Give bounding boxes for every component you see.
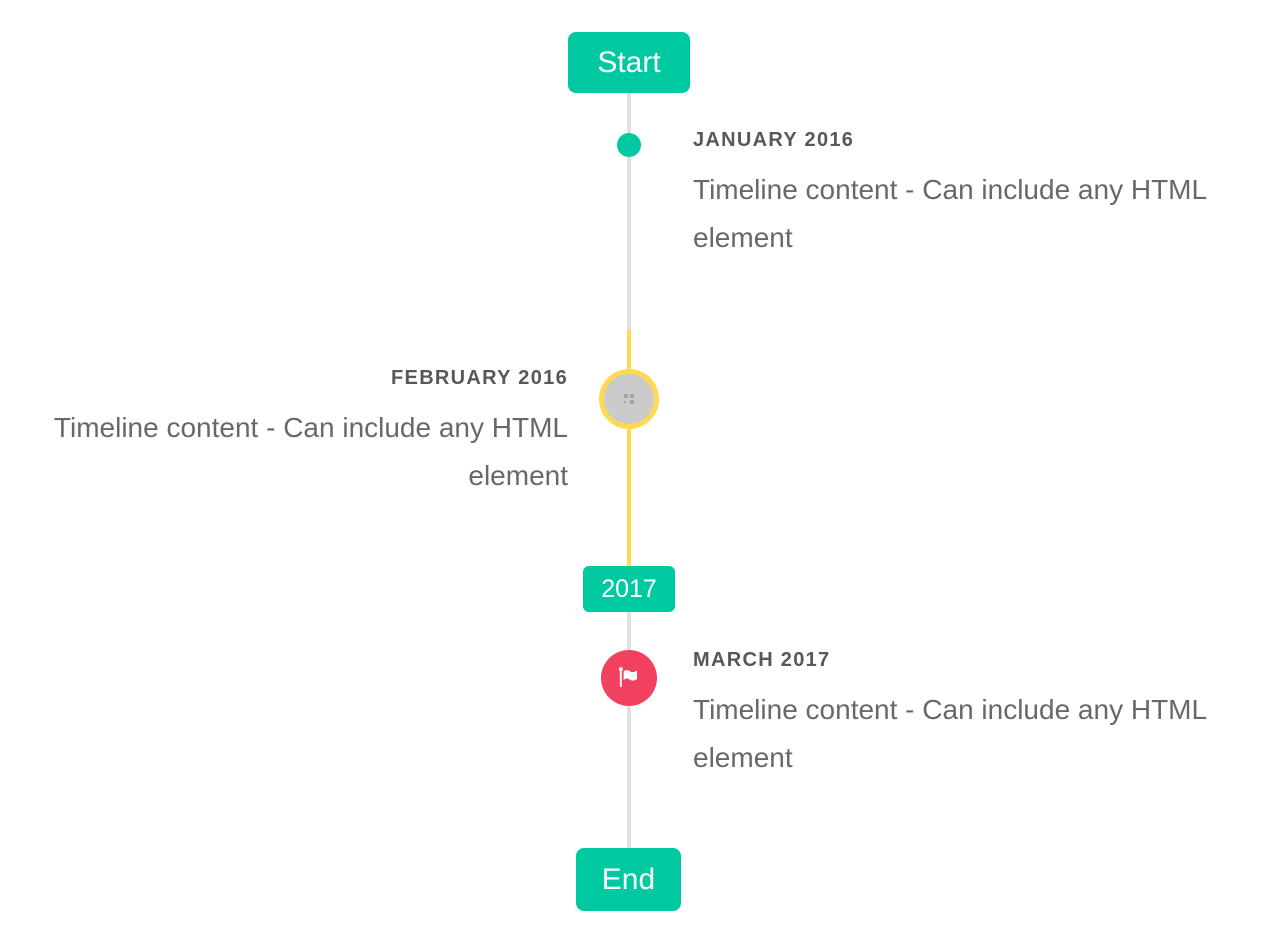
timeline-entry-january: JANUARY 2016 Timeline content - Can incl… — [693, 128, 1223, 262]
entry-content: Timeline content - Can include any HTML … — [693, 174, 1207, 253]
entry-date: MARCH 2017 — [693, 649, 831, 671]
start-badge[interactable]: Start — [568, 32, 690, 93]
marker-image-february — [599, 369, 659, 429]
end-badge[interactable]: End — [576, 848, 681, 911]
entry-content: Timeline content - Can include any HTML … — [693, 694, 1207, 773]
year-badge-2017[interactable]: 2017 — [583, 566, 675, 612]
flag-icon — [618, 667, 638, 688]
entry-content: Timeline content - Can include any HTML … — [53, 412, 568, 491]
entry-date: FEBRUARY 2016 — [391, 367, 568, 389]
marker-dot-january — [617, 133, 641, 157]
timeline-entry-march: MARCH 2017 Timeline content - Can includ… — [693, 648, 1223, 782]
timeline-entry-february: FEBRUARY 2016 Timeline content - Can inc… — [38, 366, 568, 500]
timeline-line-highlight — [627, 330, 631, 568]
entry-date: JANUARY 2016 — [693, 129, 855, 151]
broken-image-icon — [624, 394, 634, 404]
marker-flag-march — [601, 650, 657, 706]
